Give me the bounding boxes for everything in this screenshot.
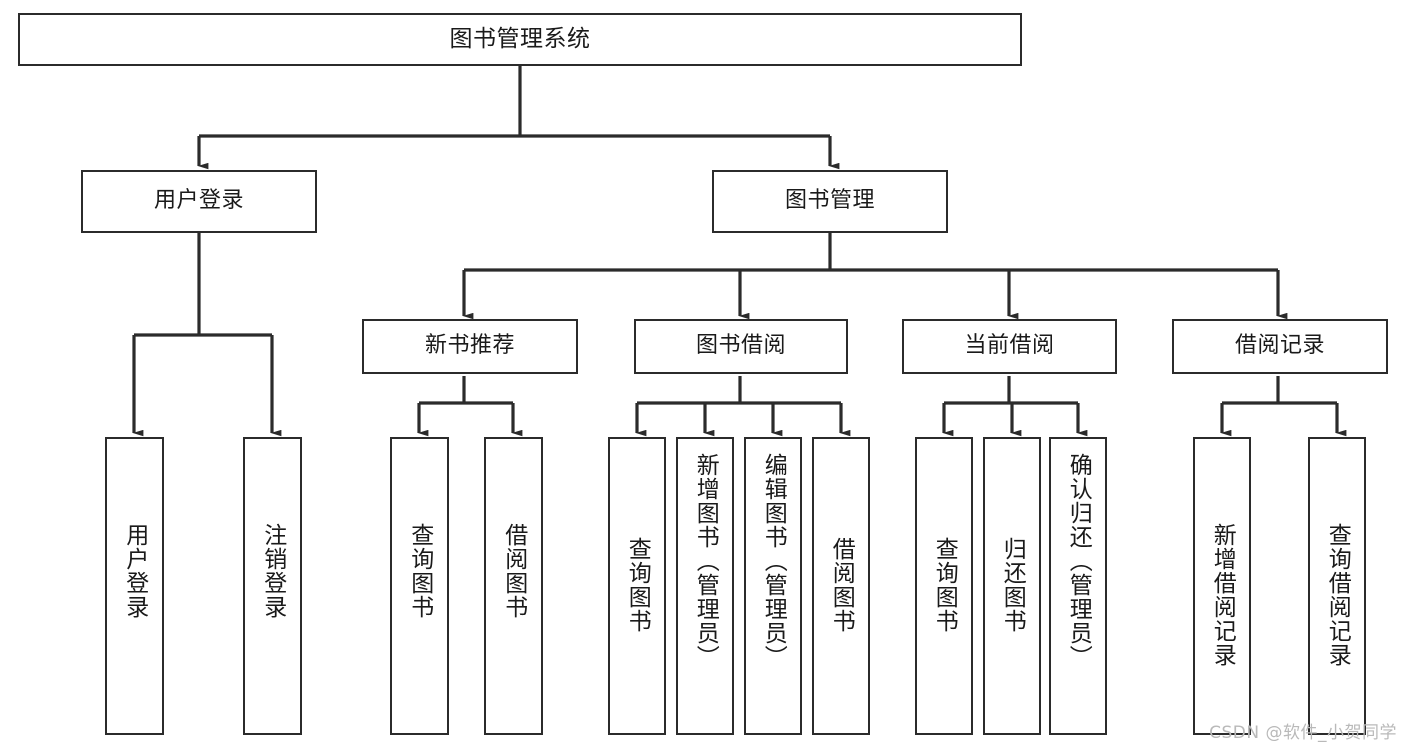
- node-root-book-management-system[interactable]: 图书管理系统: [18, 13, 1022, 66]
- node-user-login[interactable]: 用户登录: [81, 170, 317, 233]
- node-current-borrow[interactable]: 当前借阅: [902, 319, 1117, 374]
- node-label: 查询图书: [624, 537, 651, 633]
- leaf-query-book-current[interactable]: 查询图书: [915, 437, 973, 735]
- node-label: 查询图书: [406, 523, 433, 619]
- csdn-watermark: CSDN @软件_小贺同学: [1209, 723, 1397, 743]
- node-label: 查询借阅记录: [1324, 523, 1351, 667]
- node-label: 新书推荐: [424, 333, 515, 359]
- node-label: 归还图书: [999, 537, 1026, 633]
- node-label: 借阅图书: [828, 537, 855, 633]
- leaf-query-borrow-record[interactable]: 查询借阅记录: [1308, 437, 1366, 735]
- leaf-add-book-admin[interactable]: 新增图书（管理员）: [676, 437, 734, 735]
- node-label: 图书管理系统: [449, 26, 591, 53]
- node-label: 用户登录: [121, 523, 148, 619]
- node-label: 借阅记录: [1234, 333, 1325, 359]
- leaf-edit-book-admin[interactable]: 编辑图书（管理员）: [744, 437, 802, 735]
- leaf-query-book-borrow[interactable]: 查询图书: [608, 437, 666, 735]
- leaf-add-borrow-record[interactable]: 新增借阅记录: [1193, 437, 1251, 735]
- node-label: 编辑图书（管理员）: [760, 453, 787, 669]
- node-borrow-record[interactable]: 借阅记录: [1172, 319, 1388, 374]
- node-label: 查询图书: [931, 537, 958, 633]
- node-label: 注销登录: [259, 523, 286, 619]
- node-label: 新增借阅记录: [1209, 523, 1236, 667]
- leaf-query-book-new[interactable]: 查询图书: [390, 437, 449, 735]
- node-label: 确认归还（管理员）: [1065, 453, 1092, 669]
- node-new-book-recommend[interactable]: 新书推荐: [362, 319, 578, 374]
- leaf-borrow-book-new[interactable]: 借阅图书: [484, 437, 543, 735]
- leaf-logout[interactable]: 注销登录: [243, 437, 302, 735]
- node-label: 新增图书（管理员）: [692, 453, 719, 669]
- node-label: 当前借阅: [964, 333, 1055, 359]
- node-label: 用户登录: [153, 188, 244, 214]
- node-label: 图书管理: [784, 188, 875, 214]
- node-label: 借阅图书: [500, 523, 527, 619]
- node-label: 图书借阅: [695, 333, 786, 359]
- node-book-management[interactable]: 图书管理: [712, 170, 948, 233]
- leaf-borrow-book[interactable]: 借阅图书: [812, 437, 870, 735]
- leaf-user-login[interactable]: 用户登录: [105, 437, 164, 735]
- leaf-return-book[interactable]: 归还图书: [983, 437, 1041, 735]
- leaf-confirm-return-admin[interactable]: 确认归还（管理员）: [1049, 437, 1107, 735]
- node-book-borrow[interactable]: 图书借阅: [634, 319, 848, 374]
